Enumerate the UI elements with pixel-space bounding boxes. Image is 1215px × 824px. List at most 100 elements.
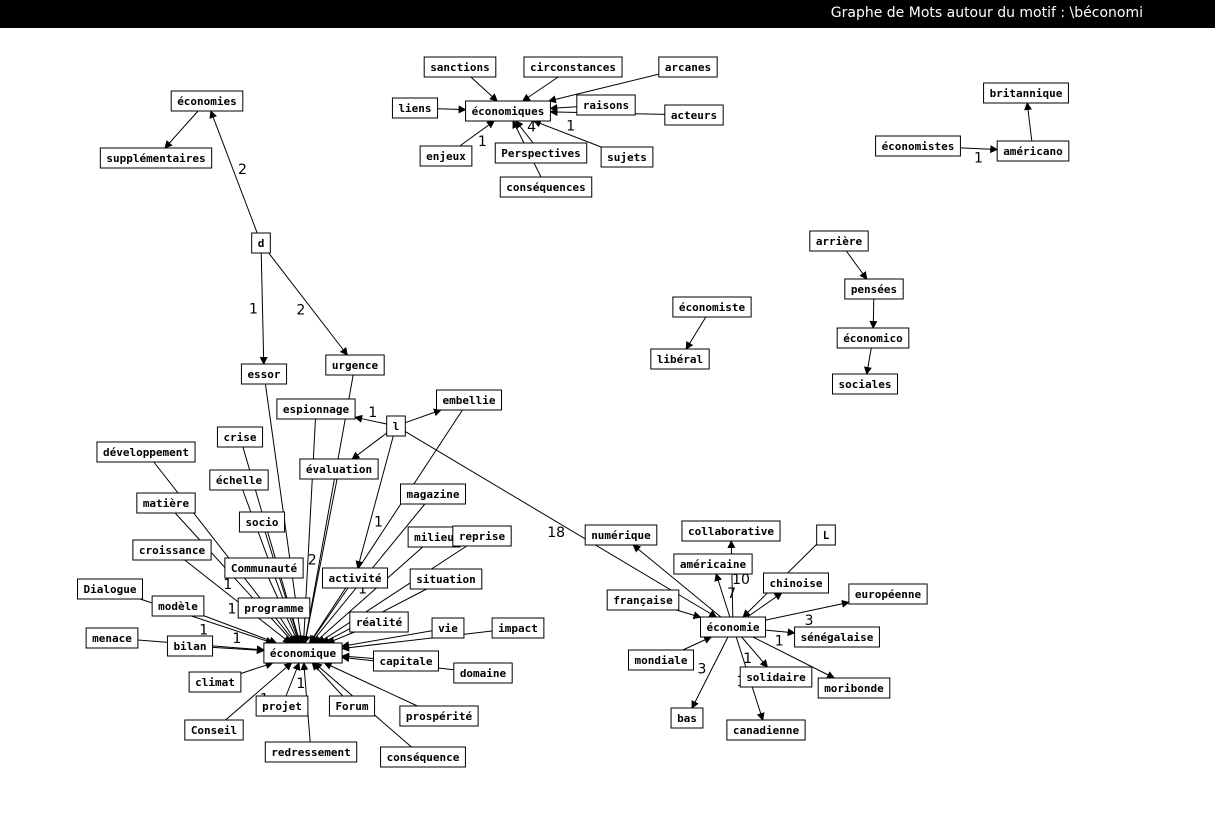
node-perspectives[interactable]: Perspectives <box>494 142 588 164</box>
node-economico[interactable]: économico <box>836 327 910 349</box>
node-realite[interactable]: réalité <box>349 611 409 633</box>
node-box <box>650 348 710 370</box>
edge-economies-to-supplementaires <box>164 110 199 149</box>
node-capitale[interactable]: capitale <box>373 650 439 672</box>
node-forum[interactable]: Forum <box>328 695 376 717</box>
node-label: sujets <box>607 151 647 164</box>
node-sujets[interactable]: sujets <box>600 146 654 168</box>
node-domaine[interactable]: domaine <box>453 662 513 684</box>
node-situation[interactable]: situation <box>409 568 483 590</box>
node-pensees[interactable]: pensées <box>844 278 904 300</box>
node-collaborative[interactable]: collaborative <box>681 520 781 542</box>
node-milieu[interactable]: milieu <box>407 526 461 548</box>
node-magazine[interactable]: magazine <box>400 483 466 505</box>
edge-d-to-essor <box>259 252 268 365</box>
node-box <box>431 617 465 639</box>
node-britannique[interactable]: britannique <box>983 82 1069 104</box>
node-d[interactable]: d <box>251 232 271 254</box>
node-supplementaires[interactable]: supplémentaires <box>99 147 213 169</box>
node-solidaire[interactable]: solidaire <box>739 666 813 688</box>
node-impact[interactable]: impact <box>491 617 545 639</box>
node-modele[interactable]: modèle <box>151 595 205 617</box>
node-evaluation[interactable]: évaluation <box>299 458 379 480</box>
node-enjeux[interactable]: enjeux <box>419 145 473 167</box>
node-box <box>700 616 766 638</box>
node-box <box>255 695 309 717</box>
node-economie[interactable]: économie <box>700 616 766 638</box>
node-label: matière <box>143 497 190 510</box>
node-activite[interactable]: activité <box>322 567 388 589</box>
node-label: climat <box>195 676 235 689</box>
node-label: menace <box>92 632 132 645</box>
node-L[interactable]: L <box>816 524 836 546</box>
edge-economico-to-sociales <box>863 347 872 375</box>
edge-economie-to-bas <box>691 636 729 709</box>
node-liens[interactable]: liens <box>391 97 439 119</box>
node-label: réalité <box>356 616 403 629</box>
node-americaine[interactable]: américaine <box>673 553 753 575</box>
node-crise[interactable]: crise <box>216 426 264 448</box>
node-box <box>817 677 891 699</box>
node-bas[interactable]: bas <box>670 707 704 729</box>
node-sanctions[interactable]: sanctions <box>423 56 497 78</box>
node-mondiale[interactable]: mondiale <box>628 649 694 671</box>
node-urgence[interactable]: urgence <box>325 354 385 376</box>
edge-label: 2 <box>296 302 305 318</box>
node-liberal[interactable]: libéral <box>650 348 710 370</box>
node-moribonde[interactable]: moribonde <box>817 677 891 699</box>
node-arriere[interactable]: arrière <box>809 230 869 252</box>
node-communaute[interactable]: Communauté <box>224 557 304 579</box>
node-canadienne[interactable]: canadienne <box>726 719 806 741</box>
node-americano[interactable]: américano <box>996 140 1070 162</box>
node-vie[interactable]: vie <box>431 617 465 639</box>
node-projet[interactable]: projet <box>255 695 309 717</box>
node-chinoise[interactable]: chinoise <box>763 572 829 594</box>
node-economique[interactable]: économique <box>263 642 343 664</box>
node-matiere[interactable]: matière <box>136 492 196 514</box>
node-economies[interactable]: économies <box>170 90 244 112</box>
node-conseil[interactable]: Conseil <box>184 719 244 741</box>
node-programme[interactable]: programme <box>237 597 311 619</box>
node-arcanes[interactable]: arcanes <box>658 56 718 78</box>
node-box <box>237 597 311 619</box>
node-economiques[interactable]: économiques <box>465 100 551 122</box>
node-box <box>166 635 214 657</box>
node-francaise[interactable]: française <box>606 589 680 611</box>
node-label: magazine <box>407 488 460 501</box>
node-consequence[interactable]: conséquence <box>380 746 466 768</box>
node-climat[interactable]: climat <box>188 671 242 693</box>
node-consequences[interactable]: conséquences <box>499 176 593 198</box>
node-raisons[interactable]: raisons <box>576 94 636 116</box>
node-socio[interactable]: socio <box>238 511 286 533</box>
node-embellie[interactable]: embellie <box>436 389 502 411</box>
edge-sanctions-to-economiques <box>470 76 498 102</box>
edge-realite-to-economique <box>326 631 355 645</box>
node-essor[interactable]: essor <box>240 363 288 385</box>
node-dialogue[interactable]: Dialogue <box>77 578 143 600</box>
node-l[interactable]: l <box>386 415 406 437</box>
node-sociales[interactable]: sociales <box>832 373 898 395</box>
node-box <box>491 617 545 639</box>
node-acteurs[interactable]: acteurs <box>664 104 724 126</box>
node-espionnage[interactable]: espionnage <box>276 398 356 420</box>
node-numerique[interactable]: numérique <box>584 524 658 546</box>
node-bilan[interactable]: bilan <box>166 635 214 657</box>
node-economistes[interactable]: économistes <box>875 135 961 157</box>
node-croissance[interactable]: croissance <box>132 539 212 561</box>
node-europeenne[interactable]: européenne <box>848 583 928 605</box>
node-circonstances[interactable]: circonstances <box>523 56 623 78</box>
node-box <box>224 557 304 579</box>
node-redressement[interactable]: redressement <box>264 741 358 763</box>
node-prosperite[interactable]: prospérité <box>399 705 479 727</box>
edge-label: 1 <box>223 577 232 593</box>
node-economiste[interactable]: économiste <box>672 296 752 318</box>
node-menace[interactable]: menace <box>85 627 139 649</box>
node-senegalaise[interactable]: sénégalaise <box>794 626 880 648</box>
node-label: reprise <box>459 530 506 543</box>
node-echelle[interactable]: échelle <box>209 469 269 491</box>
node-box <box>465 100 551 122</box>
node-developpement[interactable]: développement <box>96 441 196 463</box>
node-reprise[interactable]: reprise <box>452 525 512 547</box>
node-box <box>380 746 466 768</box>
edge-label: 1 <box>478 134 487 150</box>
